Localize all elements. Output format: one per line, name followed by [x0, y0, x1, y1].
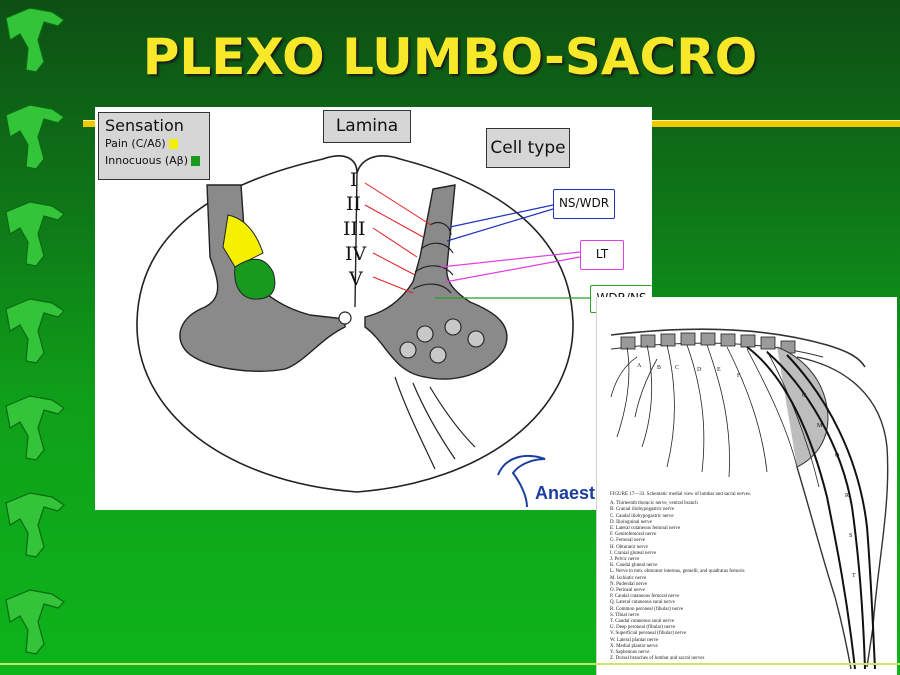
legend-innocuous: Innocuous (Aβ)	[105, 152, 203, 169]
atlas-legend-item: L. Nerve to mm. obturator internus, geme…	[610, 569, 745, 575]
atlas-legend-item: P. Caudal cutaneous femoral nerve	[610, 594, 680, 600]
atlas-legend-item: G. Femoral nerve	[610, 538, 646, 544]
svg-text:Q: Q	[835, 453, 840, 459]
pain-swatch	[168, 138, 178, 149]
svg-text:S: S	[849, 533, 852, 539]
svg-text:F: F	[737, 373, 741, 379]
atlas-legend-item: R. Common peroneal (fibular) nerve	[610, 606, 684, 612]
svg-text:M: M	[817, 423, 823, 429]
svg-text:E: E	[717, 367, 721, 373]
nerve-schematic-illustration: A B C D E F G M Q R S T	[610, 328, 889, 670]
bottom-rule	[0, 663, 900, 665]
svg-text:B: B	[657, 365, 661, 371]
atlas-legend-item: W. Lateral plantar nerve	[610, 637, 659, 643]
svg-text:R: R	[845, 493, 849, 499]
atlas-legend-item: D. Ilioinguinal nerve	[610, 519, 652, 525]
svg-text:T: T	[852, 573, 856, 579]
atlas-legend-item: U. Deep peroneal (fibular) nerve	[610, 625, 676, 631]
slide-title: PLEXO LUMBO-SACRO	[142, 28, 758, 86]
atlas-legend-item: H. Obturator nerve	[610, 544, 648, 550]
atlas-legend-item: I. Cranial gluteal nerve	[610, 550, 657, 556]
atlas-legend-item: J. Pelvic nerve	[610, 557, 640, 563]
decorative-left-border	[5, 7, 65, 655]
atlas-legend-item: Y. Saphenous nerve	[610, 650, 650, 656]
cell-type-header: Cell type	[486, 128, 570, 168]
atlas-legend-item: M. Ischiatic nerve	[610, 575, 647, 581]
legend-innocuous-label: Innocuous (Aβ)	[105, 154, 188, 167]
lamina-II: II	[346, 193, 362, 215]
legend-pain-label: Pain (C/Aδ)	[105, 137, 166, 150]
atlas-legend-item: O. Perineal nerve	[610, 588, 645, 594]
atlas-legend-item: N. Pudendal nerve	[610, 581, 648, 587]
atlas-legend-item: Q. Lateral cutaneous sural nerve	[610, 600, 675, 606]
atlas-caption: FIGURE 17—33. Schematic medial view of l…	[610, 492, 780, 662]
svg-text:C: C	[675, 365, 679, 371]
svg-text:A: A	[637, 363, 642, 369]
lamina-header: Lamina	[323, 110, 411, 143]
legend-pain: Pain (C/Aδ)	[105, 135, 203, 152]
atlas-legend-item: T. Caudal cutaneous sural nerve	[610, 619, 674, 625]
atlas-legend-item: F. Genitofemoral nerve	[610, 532, 657, 538]
atlas-figure-title: FIGURE 17—33. Schematic medial view of l…	[610, 492, 752, 497]
atlas-legend-item: C. Caudal iliohypogastric nerve	[610, 513, 674, 519]
atlas-legend-item: K. Caudal gluteal nerve	[610, 563, 658, 569]
spinal-cord-illustration	[136, 155, 590, 508]
sensation-legend: Sensation Pain (C/Aδ) Innocuous (Aβ)	[98, 112, 210, 180]
lamina-III: III	[343, 218, 366, 240]
atlas-legend-item: X. Medial plantar nerve	[610, 643, 658, 649]
atlas-legend-item: E. Lateral cutaneous femoral nerve	[610, 526, 681, 532]
cell-type-lt: LT	[580, 240, 624, 270]
atlas-figure-page: A B C D E F G M Q R S T FIGURE 17—33. Schematic …	[597, 297, 897, 675]
atlas-legend-item: V. Superficial peroneal (fibular) nerve	[610, 631, 687, 637]
spinal-cord-diagram: Sensation Pain (C/Aδ) Innocuous (Aβ) Lam…	[95, 107, 652, 510]
cell-type-ns-wdr: NS/WDR	[553, 189, 615, 219]
sensation-title: Sensation	[105, 116, 184, 135]
lamina-I: I	[350, 169, 358, 191]
anaesthesia-logo-text: Anaesth	[535, 483, 607, 503]
svg-text:G: G	[802, 393, 807, 399]
lamina-IV: IV	[345, 243, 367, 265]
innocuous-swatch	[191, 155, 200, 166]
atlas-legend-item: B. Cranial iliohypogastric nerve	[610, 507, 675, 513]
atlas-legend-item: Z. Dorsal branches of lumbar and sacral …	[610, 656, 705, 662]
svg-text:D: D	[697, 367, 702, 373]
atlas-legend-item: A. Thirteenth thoracic nerve, ventral br…	[610, 501, 698, 507]
lamina-V: V	[349, 268, 363, 290]
atlas-legend-item: S. Tibial nerve	[610, 612, 640, 618]
